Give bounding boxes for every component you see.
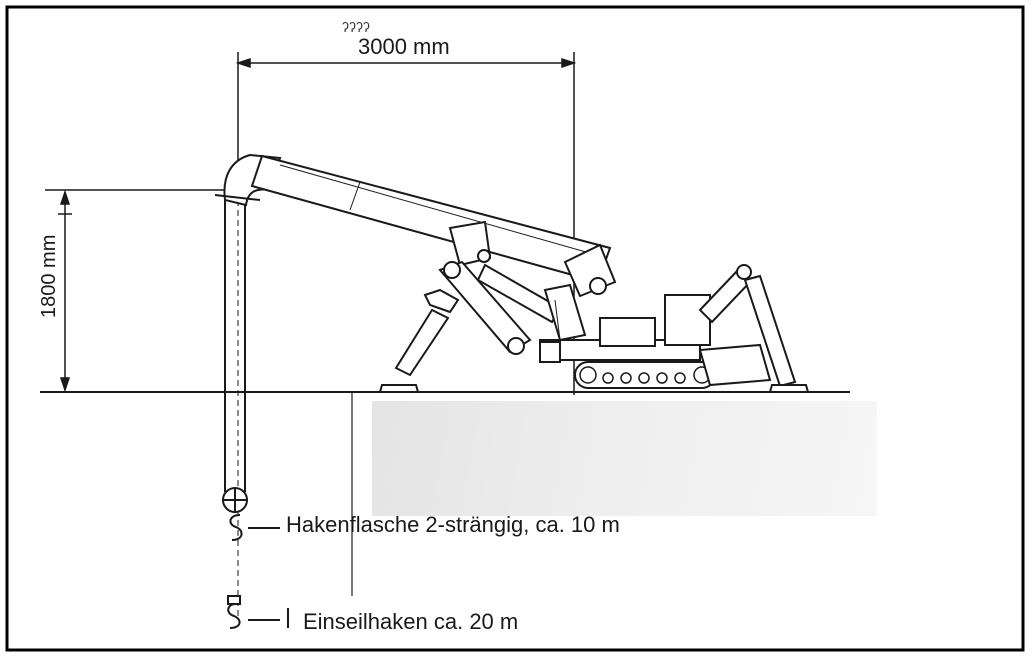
blurred-patch (372, 401, 877, 516)
boom-cylinder (476, 249, 562, 324)
jib-pipe (222, 200, 248, 513)
diagram-frame (5, 5, 1025, 652)
height-dimension (40, 189, 232, 393)
crane-column (543, 283, 587, 342)
outrigger-rear (698, 264, 810, 393)
two-strand-hook-label: Hakenflasche 2-strängig, ca. 10 m (286, 512, 620, 537)
overlap-glyph: ˀˀˀˀ (342, 20, 370, 42)
outrigger-front-left (378, 260, 532, 393)
main-boom (250, 154, 617, 298)
width-dimension-label: 3000 mm (358, 34, 450, 59)
crawler-chassis (539, 294, 716, 389)
height-dimension-label: 1800 mm (38, 234, 60, 318)
single-line-hook-label: Einseilhaken ca. 20 m (303, 609, 519, 634)
